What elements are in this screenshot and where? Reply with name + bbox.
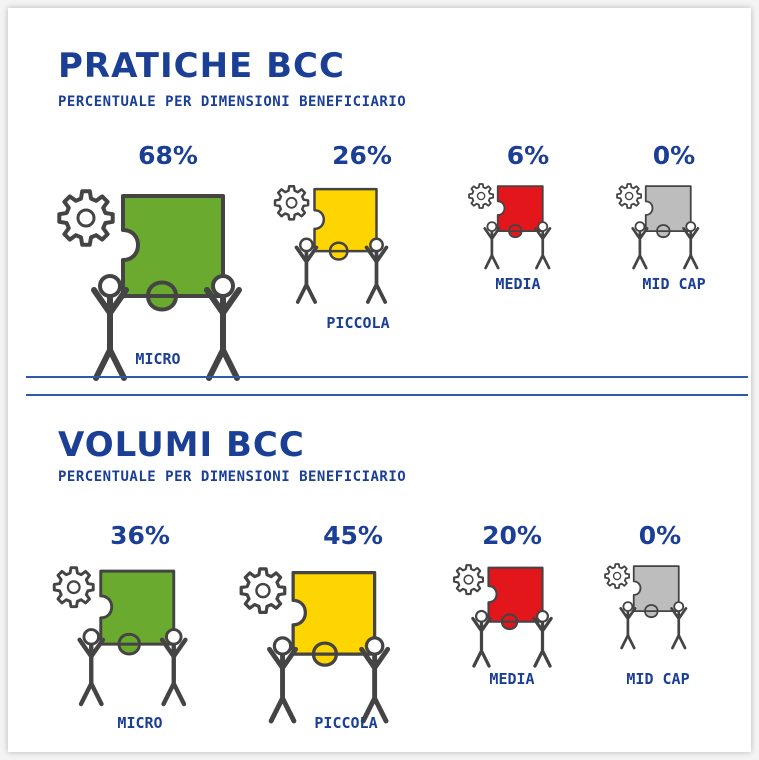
gear-hub bbox=[76, 208, 96, 228]
stick-figure-head bbox=[98, 274, 122, 298]
stick-figure-icon bbox=[471, 616, 492, 668]
stick-figure-head bbox=[486, 221, 498, 232]
category-label-midcap: MID CAP bbox=[626, 670, 690, 688]
stick-figure-icon bbox=[483, 227, 501, 270]
section-subtitle: PERCENTUALE PER DIMENSIONI BENEFICIARIO bbox=[58, 94, 407, 110]
stick-figure-head bbox=[634, 221, 646, 232]
gear-hub bbox=[612, 571, 622, 581]
divider-top bbox=[26, 376, 748, 378]
stick-figure-icon bbox=[619, 607, 637, 650]
value-label-piccola: 45% bbox=[323, 521, 383, 550]
puzzle-piece-icon bbox=[121, 194, 225, 312]
section-subtitle: PERCENTUALE PER DIMENSIONI BENEFICIARIO bbox=[58, 469, 407, 485]
stick-figure-icon bbox=[359, 646, 391, 724]
puzzle-figure-piccola bbox=[273, 185, 389, 304]
category-label-micro: MICRO bbox=[135, 350, 181, 368]
gear-hub bbox=[463, 574, 474, 585]
category-label-piccola: PICCOLA bbox=[314, 714, 378, 732]
puzzle-figure-micro bbox=[52, 566, 188, 707]
stick-figure-icon bbox=[532, 616, 553, 668]
stick-figure-icon bbox=[77, 637, 106, 707]
value-label-midcap: 0% bbox=[652, 141, 696, 170]
stick-figure-head bbox=[536, 609, 549, 623]
divider-bottom bbox=[26, 394, 748, 396]
stick-figure-head bbox=[622, 601, 634, 612]
puzzle-piece-icon bbox=[313, 187, 378, 261]
value-label-media: 6% bbox=[506, 141, 550, 170]
value-label-piccola: 26% bbox=[332, 141, 392, 170]
puzzle-figure-piccola bbox=[239, 567, 391, 724]
puzzle-piece-icon bbox=[496, 185, 544, 239]
category-label-piccola: PICCOLA bbox=[326, 314, 390, 332]
gear-hub bbox=[624, 191, 634, 201]
puzzle-piece-icon bbox=[99, 569, 176, 656]
stick-figure-icon bbox=[534, 227, 552, 270]
stick-figure-icon bbox=[294, 245, 319, 304]
category-label-midcap: MID CAP bbox=[642, 275, 706, 293]
value-label-media: 20% bbox=[482, 521, 542, 550]
stick-figure-head bbox=[164, 628, 183, 646]
stick-figure-head bbox=[685, 221, 697, 232]
section-title: PRATICHE BCC bbox=[58, 46, 345, 86]
stick-figure-head bbox=[211, 274, 235, 298]
stick-figure-icon bbox=[267, 646, 299, 724]
stick-figure-head bbox=[299, 237, 314, 253]
puzzle-figure-midcap bbox=[604, 563, 688, 650]
stick-figure-head bbox=[673, 601, 685, 612]
stick-figure-icon bbox=[159, 637, 188, 707]
value-label-micro: 68% bbox=[138, 141, 198, 170]
stick-figure-icon bbox=[682, 227, 700, 270]
stick-figure-head bbox=[475, 609, 488, 623]
stick-figure-head bbox=[272, 636, 293, 656]
puzzle-figure-media bbox=[453, 564, 553, 668]
stick-figure-head bbox=[369, 237, 384, 253]
stick-figure-head bbox=[82, 628, 101, 646]
puzzle-piece-icon bbox=[291, 571, 377, 667]
puzzle-piece-icon bbox=[644, 185, 692, 239]
stick-figure-icon bbox=[670, 607, 688, 650]
value-label-midcap: 0% bbox=[638, 521, 682, 550]
gear-hub bbox=[66, 580, 81, 595]
category-label-media: MEDIA bbox=[489, 670, 535, 688]
puzzle-figure-midcap bbox=[616, 183, 700, 270]
stick-figure-icon bbox=[631, 227, 649, 270]
puzzle-figure-media bbox=[468, 183, 552, 270]
puzzle-piece-icon bbox=[632, 565, 680, 619]
gear-hub bbox=[255, 582, 271, 599]
stick-figure-head bbox=[364, 636, 385, 656]
gear-hub bbox=[476, 191, 486, 201]
infographic-page: PRATICHE BCC PERCENTUALE PER DIMENSIONI … bbox=[8, 8, 751, 752]
stick-figure-head bbox=[537, 221, 549, 232]
puzzle-piece-icon bbox=[487, 566, 544, 631]
stick-figure-icon bbox=[204, 287, 242, 381]
category-label-micro: MICRO bbox=[117, 714, 163, 732]
stick-figure-icon bbox=[364, 245, 389, 304]
category-label-media: MEDIA bbox=[495, 275, 541, 293]
puzzle-figure-micro bbox=[57, 189, 242, 381]
gear-hub bbox=[285, 196, 298, 209]
value-label-micro: 36% bbox=[110, 521, 170, 550]
stick-figure-icon bbox=[91, 287, 129, 381]
section-title: VOLUMI BCC bbox=[58, 425, 305, 465]
